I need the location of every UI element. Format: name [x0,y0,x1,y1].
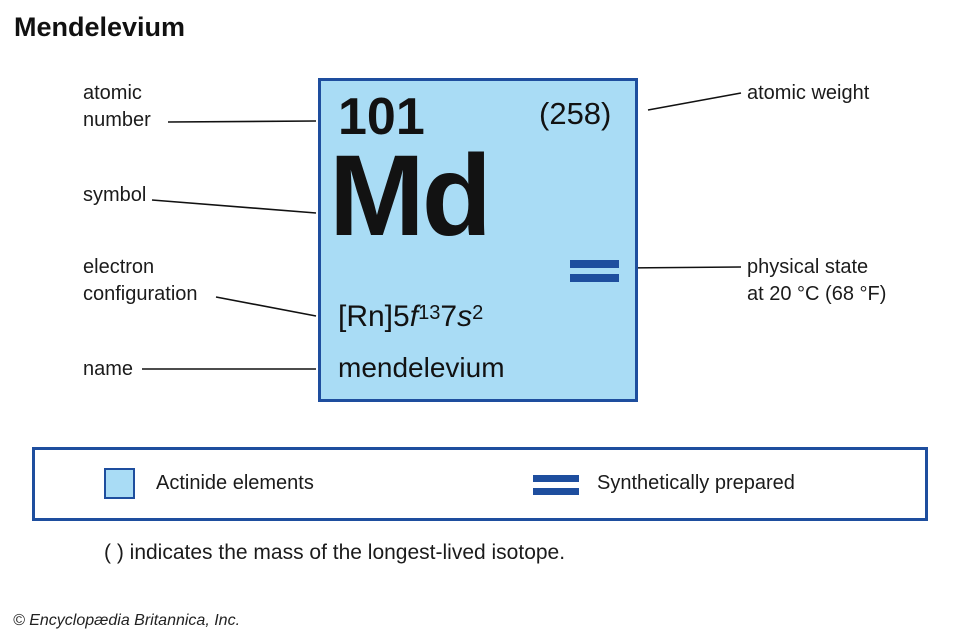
bar-top [570,260,619,268]
label-atomic-number: atomic number [83,80,151,134]
legend-box: Actinide elements Synthetically prepared [32,447,928,521]
electron-configuration-value: [Rn]5f137s2 [338,300,483,334]
leader-line-physical-state [620,266,742,269]
leader-line-electron-configuration [215,296,317,317]
leader-line-atomic-weight [647,92,742,111]
label-atomic-number-line1: atomic [83,82,142,104]
synthetic-label: Synthetically prepared [597,472,795,494]
bar-top [533,475,579,482]
page-title: Mendelevium [14,12,186,42]
bar-bottom [533,488,579,495]
label-atomic-number-line2: number [83,109,151,131]
actinide-swatch [104,468,135,499]
copyright: © Encyclopædia Britannica, Inc. [13,612,241,629]
label-symbol: symbol [83,184,147,206]
element-symbol: Md [329,132,492,260]
actinide-label: Actinide elements [156,472,314,494]
label-name: name [83,358,134,380]
econfig-sup1: 13 [418,302,441,324]
synthetically-prepared-icon [570,260,619,288]
econfig-sup2: 2 [472,302,484,324]
element-card: 101 (258) Md [Rn]5f137s2 mendelevium [318,78,638,402]
econfig-f: f [409,300,419,333]
leader-line-symbol [151,199,317,214]
atomic-number-value: 101 [338,88,425,146]
footnote: ( ) indicates the mass of the longest-li… [104,541,566,564]
label-electron-line1: electron [83,256,155,278]
econfig-base2: 7 [440,300,458,333]
label-physical-state: physical state at 20 °C (68 °F) [747,254,886,308]
label-physical-state-line1: physical state [747,256,869,278]
econfig-base1: [Rn]5 [338,300,410,333]
label-electron-line2: configuration [83,283,198,305]
atomic-weight-value: (258) [539,96,612,131]
synthetically-prepared-legend-icon [533,475,579,501]
label-electron-configuration: electron configuration [83,254,198,308]
element-name: mendelevium [338,352,505,383]
label-atomic-weight: atomic weight [747,82,870,104]
leader-line-atomic-number [167,120,317,123]
label-physical-state-line2: at 20 °C (68 °F) [747,283,887,305]
econfig-s: s [457,300,473,333]
bar-bottom [570,274,619,282]
